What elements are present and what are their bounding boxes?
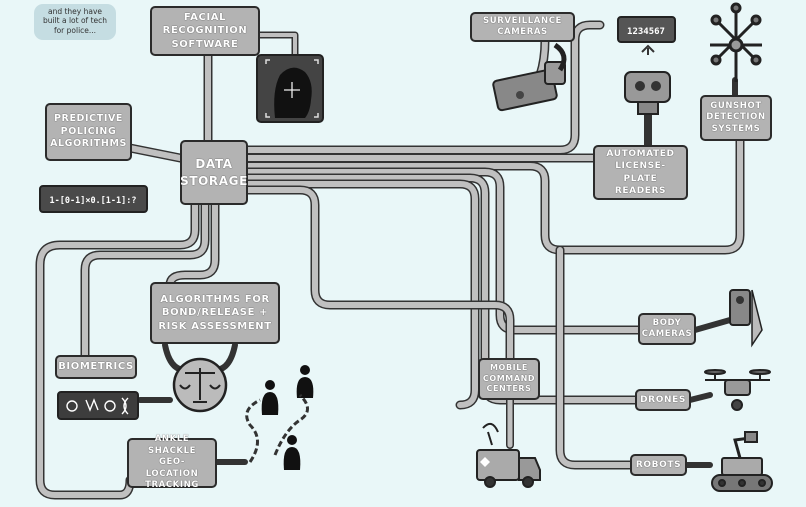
node-label: DATA STORAGE (180, 157, 248, 188)
shackle-chain (245, 393, 309, 463)
node-ankle-shackle: ANKLE SHACKLE GEO-LOCATION TRACKING (127, 434, 217, 490)
node-facial-recognition: FACIAL RECOGNITION SOFTWARE (150, 6, 260, 56)
plate-number: 1234567 (627, 27, 665, 37)
surveillance-camera-icon (492, 42, 567, 112)
node-predictive-policing: PREDICTIVE POLICING ALGORITHMS (45, 103, 132, 161)
node-bond-release-algorithms: ALGORITHMS FOR BOND/RELEASE + RISK ASSES… (150, 282, 280, 344)
formula-panel: 1-[0-1]×0.[1-1]:? (39, 185, 148, 213)
drone-icon (704, 369, 771, 411)
license-plate-display: 1234567 (617, 16, 676, 55)
node-label: BIOMETRICS (58, 361, 134, 373)
formula-text: 1-[0-1]×0.[1-1]:? (50, 196, 137, 206)
node-surveillance-cameras: SURVEILLANCE CAMERAS (470, 12, 575, 42)
cable-mobile (240, 185, 515, 365)
node-label: ROBOTS (635, 459, 682, 470)
justice-scales-icon (172, 357, 228, 413)
caption-bubble: and they have built a lot of tech for po… (34, 4, 116, 40)
node-biometrics: BIOMETRICS (55, 355, 137, 379)
plate-reader-robot-icon (624, 71, 671, 115)
body-camera-icon (729, 289, 763, 348)
person-figures (261, 365, 314, 470)
node-label: DRONES (640, 394, 686, 405)
node-license-plate-readers: AUTOMATED LICENSE-PLATE READERS (593, 145, 688, 200)
gunshot-sensor-mast-icon (710, 2, 762, 82)
node-label: PREDICTIVE POLICING ALGORITHMS (50, 112, 127, 150)
node-label: AUTOMATED LICENSE-PLATE READERS (606, 149, 675, 196)
node-gunshot-detection: GUNSHOT DETECTION SYSTEMS (700, 95, 772, 141)
biometric-icons (57, 391, 139, 420)
node-label: BODY CAMERAS (641, 317, 693, 339)
node-data-storage: DATA STORAGE (180, 140, 248, 205)
node-label: ALGORITHMS FOR BOND/RELEASE + RISK ASSES… (158, 293, 272, 332)
face-scan-screen (256, 54, 324, 123)
node-mobile-command: MOBILE COMMAND CENTERS (478, 358, 540, 400)
command-van-icon (476, 422, 541, 488)
node-label: SURVEILLANCE CAMERAS (483, 15, 562, 37)
node-body-cameras: BODY CAMERAS (638, 313, 696, 345)
node-robots: ROBOTS (630, 454, 687, 476)
node-drones: DRONES (635, 389, 691, 411)
node-label: MOBILE COMMAND CENTERS (482, 362, 536, 394)
node-label: FACIAL RECOGNITION SOFTWARE (162, 11, 248, 50)
node-label: ANKLE SHACKLE GEO-LOCATION TRACKING (145, 434, 199, 491)
node-label: GUNSHOT DETECTION SYSTEMS (706, 100, 766, 134)
robot-icon (711, 431, 773, 492)
